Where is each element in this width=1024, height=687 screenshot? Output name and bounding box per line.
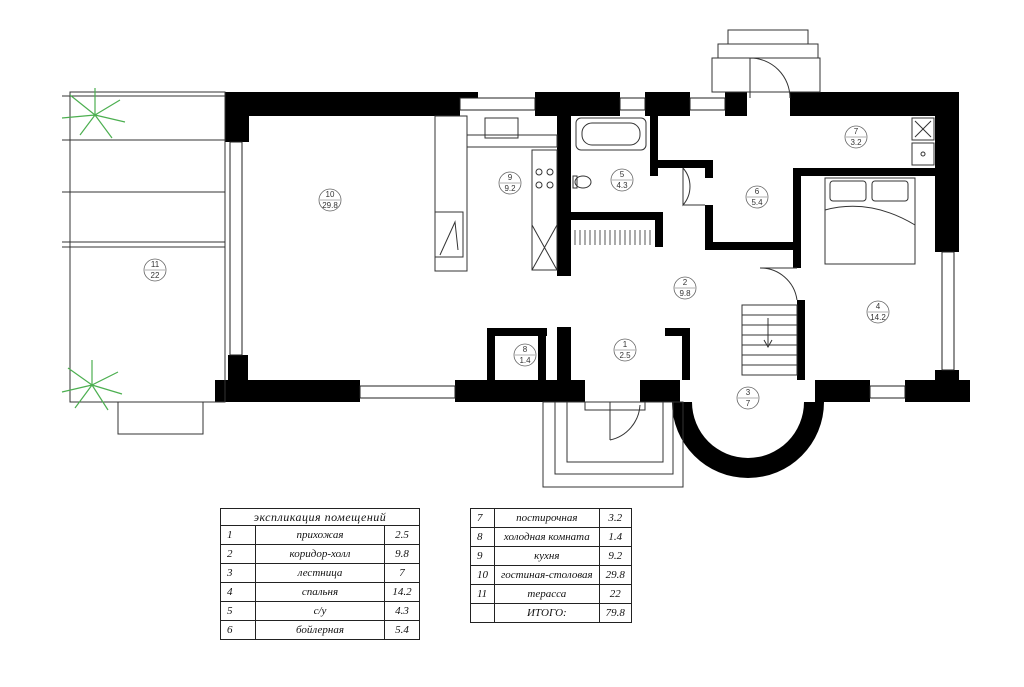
row-number: 10	[470, 565, 495, 585]
table-row: 9 кухня 9.2	[470, 546, 632, 566]
row-number: 1	[220, 525, 256, 545]
room-name: холодная комната	[494, 527, 600, 547]
table-row: 7 постирочная 3.2	[470, 508, 632, 528]
room-name: спальня	[255, 582, 385, 602]
table-row: 4 спальня 14.2	[220, 582, 420, 602]
bathroom-fixtures	[572, 117, 691, 207]
row-number: 5	[220, 601, 256, 621]
floor-plan: 10 29.8 9 9.2 5 4.3 6 5.4 7 3.2	[61, 29, 970, 488]
room-area: 22	[598, 584, 632, 604]
room-number: 5	[620, 170, 625, 179]
room-name: гостиная-столовая	[494, 565, 600, 585]
room-label-8: 8 1.4	[513, 343, 537, 367]
room-label-11: 11 22	[143, 258, 167, 282]
row-number: 7	[470, 508, 495, 528]
explication-title: экспликация помещений	[220, 508, 420, 525]
total-label: ИТОГО:	[494, 603, 600, 623]
room-number: 11	[151, 260, 160, 269]
room-name: терасса	[494, 584, 600, 604]
room-number: 6	[755, 187, 760, 196]
room-area: 7	[384, 563, 420, 583]
wardrobe	[574, 230, 651, 245]
room-number: 10	[326, 190, 335, 199]
room-area: 29.8	[598, 565, 632, 585]
room-area: 9.2	[504, 184, 516, 193]
table-row: 11 терасса 22	[470, 584, 632, 604]
room-name: постирочная	[494, 508, 600, 528]
room-number: 7	[854, 127, 859, 136]
room-area: 5.4	[751, 198, 763, 207]
room-name: лестница	[255, 563, 385, 583]
explication-table-left: экспликация помещений 1 прихожая 2.5 2 к…	[220, 508, 420, 640]
room-name: прихожая	[255, 525, 385, 545]
windows	[229, 97, 955, 399]
row-number: 3	[220, 563, 256, 583]
terrace	[62, 91, 226, 435]
back-steps	[711, 29, 821, 99]
laundry-fixtures	[911, 117, 935, 166]
room-name: с/у	[255, 601, 385, 621]
room-area: 2.5	[619, 351, 631, 360]
room-name: коридор-холл	[255, 544, 385, 564]
row-number: 11	[470, 584, 495, 604]
room-area: 2.5	[384, 525, 420, 545]
room-area: 5.4	[384, 620, 420, 640]
room-area: 9.2	[598, 546, 632, 566]
entrance-steps	[542, 401, 684, 488]
row-number: 4	[220, 582, 256, 602]
room-name: бойлерная	[255, 620, 385, 640]
room-area: 1.4	[519, 356, 531, 365]
stairs	[741, 304, 798, 376]
room-label-10: 10 29.8	[318, 188, 342, 212]
room-area: 4.3	[384, 601, 420, 621]
room-number: 1	[623, 340, 628, 349]
room-labels: 10 29.8 9 9.2 5 4.3 6 5.4 7 3.2	[143, 125, 890, 410]
room-label-4: 4 14.2	[866, 300, 890, 324]
room-area: 4.3	[616, 181, 628, 190]
room-area: 1.4	[598, 527, 632, 547]
room-number: 8	[523, 345, 528, 354]
table-row: 1 прихожая 2.5	[220, 525, 420, 545]
room-number: 4	[876, 302, 881, 311]
room-area: 3.2	[850, 138, 862, 147]
room-label-5: 5 4.3	[610, 168, 634, 192]
row-number: 9	[470, 546, 495, 566]
room-label-1: 1 2.5	[613, 338, 637, 362]
row-number: 2	[220, 544, 256, 564]
walls	[215, 92, 970, 478]
table-row: 10 гостиная-столовая 29.8	[470, 565, 632, 585]
table-row: 8 холодная комната 1.4	[470, 527, 632, 547]
row-number-empty	[470, 603, 495, 623]
total-row: ИТОГО: 79.8	[470, 603, 632, 623]
room-label-6: 6 5.4	[745, 185, 769, 209]
plant-icon	[61, 88, 126, 411]
room-area: 9.8	[384, 544, 420, 564]
explication-table-right: 7 постирочная 3.2 8 холодная комната 1.4…	[470, 508, 632, 623]
room-label-9: 9 9.2	[498, 171, 522, 195]
room-number: 9	[508, 173, 513, 182]
room-number: 2	[683, 278, 688, 287]
row-number: 6	[220, 620, 256, 640]
kitchen-furniture	[434, 115, 558, 272]
room-label-3: 3 7	[736, 386, 760, 410]
room-area: 14.2	[870, 313, 886, 322]
room-area: 22	[151, 271, 160, 280]
table-row: 6 бойлерная 5.4	[220, 620, 420, 640]
table-row: 3 лестница 7	[220, 563, 420, 583]
room-label-2: 2 9.8	[673, 276, 697, 300]
bed	[824, 177, 916, 265]
total-area: 79.8	[598, 603, 632, 623]
room-name: кухня	[494, 546, 600, 566]
room-area: 7	[746, 399, 751, 408]
room-area: 14.2	[384, 582, 420, 602]
room-area: 9.8	[679, 289, 691, 298]
room-area: 29.8	[322, 201, 338, 210]
doors	[683, 204, 798, 301]
room-area: 3.2	[598, 508, 632, 528]
table-row: 2 коридор-холл 9.8	[220, 544, 420, 564]
room-label-7: 7 3.2	[844, 125, 868, 149]
table-row: 5 с/у 4.3	[220, 601, 420, 621]
row-number: 8	[470, 527, 495, 547]
room-number: 3	[746, 388, 751, 397]
